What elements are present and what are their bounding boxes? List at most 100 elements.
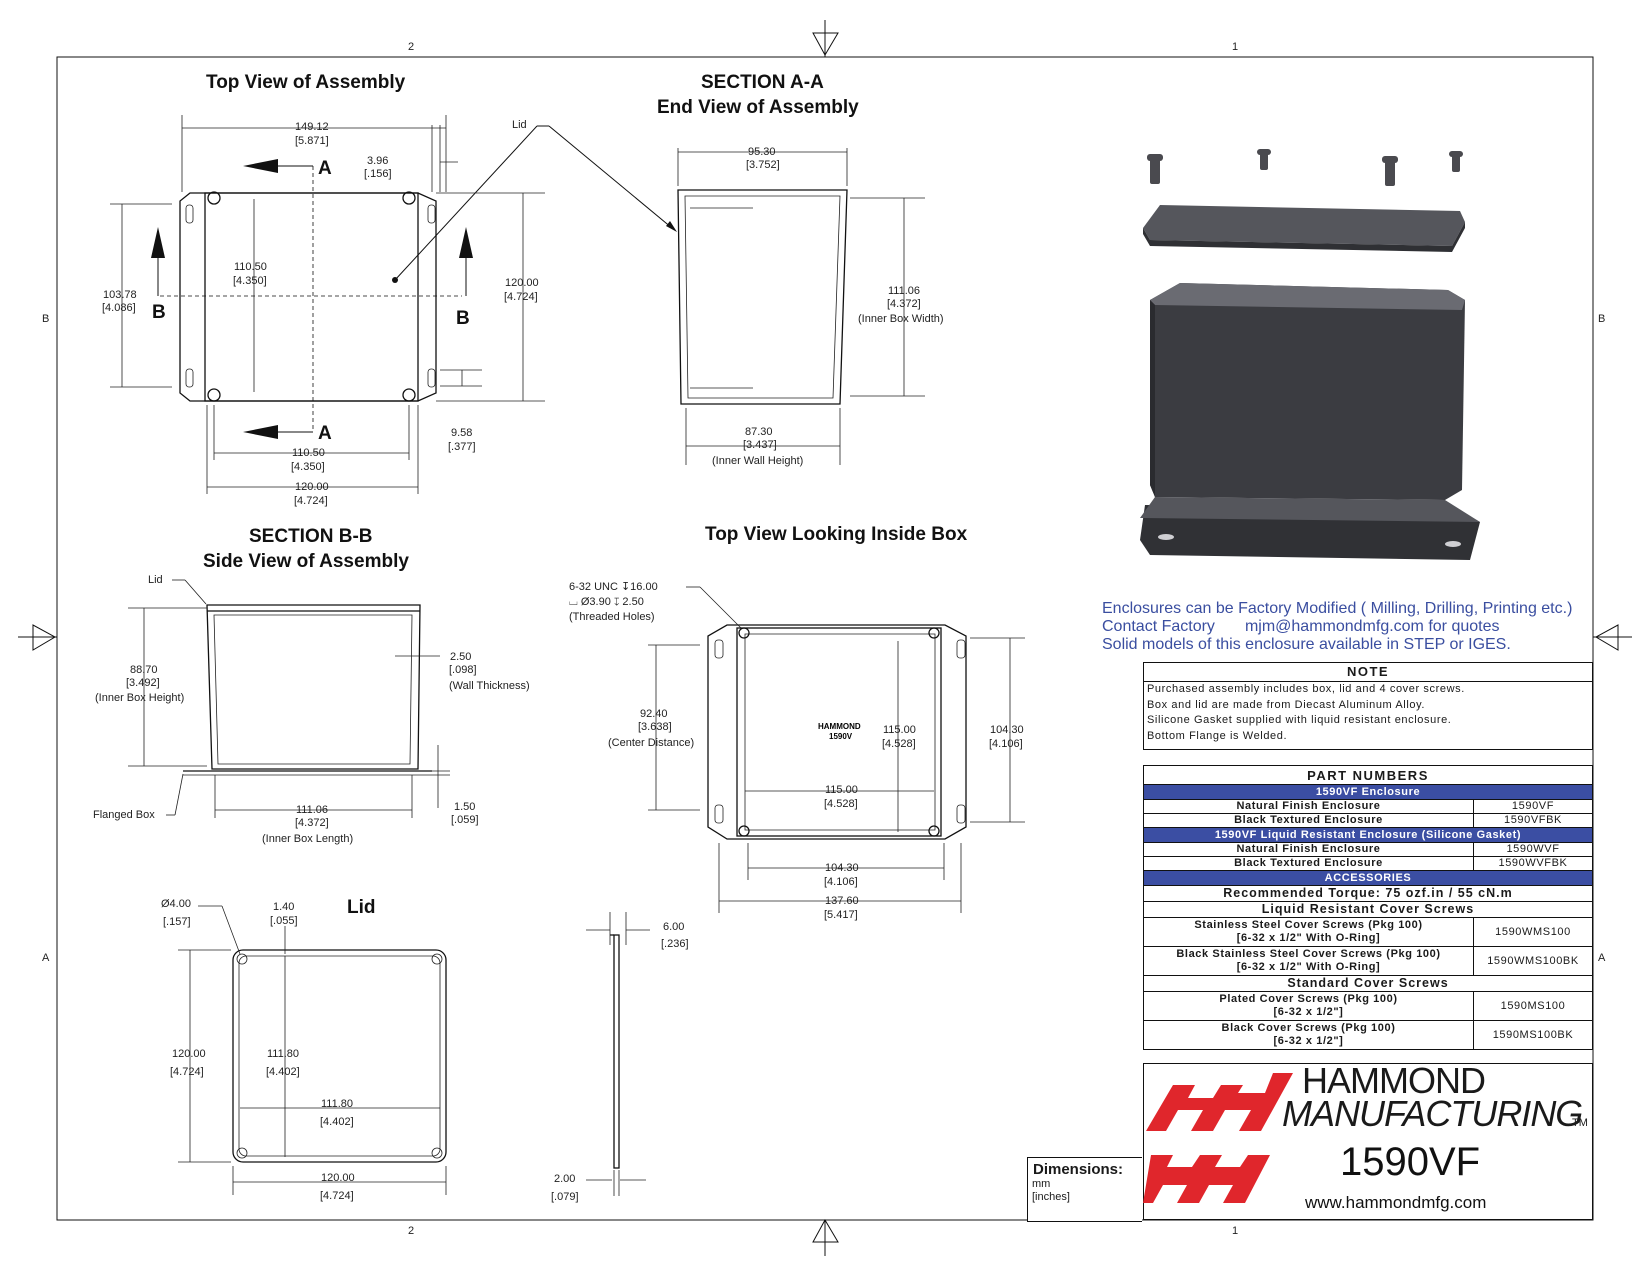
dim-110-v: 110.50 [234,261,267,273]
dim-lid-111-v: 111.80 [267,1048,299,1060]
dim-2-00-in: [.079] [551,1191,579,1203]
part-name: Natural Finish Enclosure [1143,842,1474,857]
contact-email[interactable]: mjm@hammondmfg.com for quotes [1244,618,1500,635]
mod-note-line1: Enclosures can be Factory Modified ( Mil… [1102,600,1573,617]
dim-lid-120-h: 120.00 [321,1172,355,1184]
title-section-bb: SECTION B-B [249,526,373,547]
thread-callout-3: (Threaded Holes) [569,611,655,623]
liquid-screws-header: Liquid Resistant Cover Screws [1143,901,1593,918]
dim-hole-in: [.157] [163,916,191,928]
title-top-view: Top View of Assembly [206,72,406,93]
dim-120-h-in: [4.724] [294,495,328,507]
subtitle-section-bb: Side View of Assembly [203,551,409,572]
model-number: 1590VF [1340,1140,1481,1184]
part-number: 1590WMS100 [1473,917,1593,947]
dim-87-30-in: [3.437] [743,439,777,451]
title-section-aa: SECTION A-A [701,72,824,93]
title-inside-box: Top View Looking Inside Box [705,524,968,545]
dim-104-v: 104.30 [990,724,1024,736]
brand-manufacturing: MANUFACTURING [1282,1093,1583,1134]
brand-hammond: HAMMOND [1302,1060,1486,1101]
modification-note: Enclosures can be Factory Modified ( Mil… [1102,600,1592,654]
dim-hole: Ø4.00 [161,898,191,910]
dim-111-aa: 111.06 [888,285,920,297]
dim-111-aa-in: [4.372] [887,298,921,310]
dim-110-h-in: [4.350] [291,461,325,473]
part-numbers-table: PART NUMBERS 1590VF Enclosure Natural Fi… [1143,765,1593,1050]
zone-bottom-1: 1 [1232,1225,1238,1237]
enclosure-render [1140,149,1480,560]
dim-6-00-in: [.236] [661,938,689,950]
dim-104-v-in: [4.106] [989,738,1023,750]
top-view-geometry [110,115,545,494]
note-header: NOTE [1144,663,1592,682]
dims-mm: mm [1032,1178,1051,1190]
parts-header: PART NUMBERS [1143,765,1593,785]
dim-111-bb-in: [4.372] [295,817,329,829]
zone-top-1: 1 [1232,41,1238,53]
zone-right-a: A [1598,952,1606,964]
dim-2-50-in: [.098] [449,664,477,676]
dim-88-70-in: [3.492] [126,677,160,689]
lid-callout-top: Lid [512,119,527,131]
part-number: 1590VFBK [1473,813,1593,828]
note-box: NOTE Purchased assembly includes box, li… [1143,662,1593,750]
dim-88-70-note: (Inner Box Height) [95,692,184,704]
note-line: Purchased assembly includes box, lid and… [1147,683,1465,695]
dim-111-bb: 111.06 [296,804,328,816]
dim-111-aa-note: (Inner Box Width) [858,313,944,325]
zone-right-b: B [1598,313,1605,325]
trademark: TM [1572,1117,1588,1129]
dim-110-h: 110.50 [292,447,325,459]
dim-lid-120-h-in: [4.724] [320,1190,354,1202]
part-name: Plated Cover Screws (Pkg 100)[6-32 x 1/2… [1143,991,1474,1021]
section-a-top: A [318,158,332,179]
dim-149: 149.12 [295,121,329,133]
parts-band-liquid: 1590VF Liquid Resistant Enclosure (Silic… [1143,827,1593,843]
dim-3-96-in: [.156] [364,168,392,180]
thread-callout-2: ⌴ Ø3.90 ↧ 2.50 [569,596,644,608]
zone-left-a: A [42,952,50,964]
part-number: 1590WVF [1473,842,1593,857]
dim-87-30-note: (Inner Wall Height) [712,455,803,467]
title-block [1143,1063,1593,1220]
dim-lid-120-v-in: [4.724] [170,1066,204,1078]
dim-2-50-note: (Wall Thickness) [449,680,530,692]
dim-120-h: 120.00 [295,481,329,493]
section-aa-geometry [537,125,925,465]
dim-137-60: 137.60 [825,895,859,907]
hammond-logo-icon [1143,1073,1293,1203]
inside-box-geometry [648,586,1025,913]
part-number: 1590VF [1473,799,1593,814]
note-line: Silicone Gasket supplied with liquid res… [1147,714,1452,726]
section-b-right: B [456,308,470,329]
dim-9-58-in: [.377] [448,441,476,453]
dim-lid-120-v: 120.00 [172,1048,206,1060]
dim-1-40-in: [.055] [270,915,298,927]
part-name: Stainless Steel Cover Screws (Pkg 100)[6… [1143,917,1474,947]
thread-callout-1: 6-32 UNC ↧16.00 [569,581,658,593]
dim-1-50: 1.50 [454,801,475,813]
dim-lid-111-v-in: [4.402] [266,1066,300,1078]
parts-band-enclosure: 1590VF Enclosure [1143,784,1593,800]
dim-104-h-in: [4.106] [824,876,858,888]
dim-6-00: 6.00 [663,921,684,933]
dim-95-30: 95.30 [748,146,776,158]
dim-2-50: 2.50 [450,651,471,663]
zone-bottom-2: 2 [408,1225,414,1237]
dim-lid-111-h-in: [4.402] [320,1116,354,1128]
website-link[interactable]: www.hammondmfg.com [1305,1193,1487,1212]
centering-marks [18,20,1632,1256]
part-number: 1590WVFBK [1473,856,1593,871]
parts-band-accessories: ACCESSORIES [1143,870,1593,886]
dim-103: 103.78 [103,289,137,301]
part-number: 1590MS100 [1473,991,1593,1021]
torque-spec: Recommended Torque: 75 ozf.in / 55 cN.m [1143,885,1593,902]
part-name: Black Cover Screws (Pkg 100)[6-32 x 1/2"… [1143,1020,1474,1050]
note-line: Bottom Flange is Welded. [1147,729,1288,742]
dim-115-h-in: [4.528] [824,798,858,810]
zone-left-b: B [42,313,49,325]
dim-88-70: 88.70 [130,664,158,676]
